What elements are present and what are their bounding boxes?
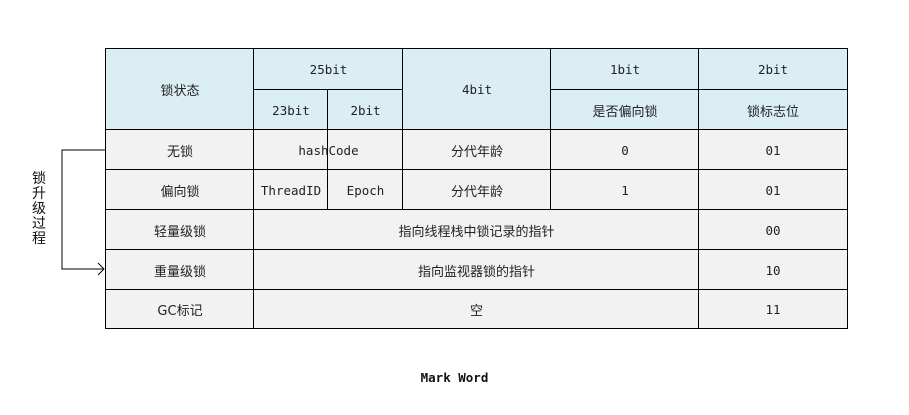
header-biased-flag: 是否偏向锁 [551, 90, 699, 130]
grid-line [327, 89, 328, 210]
header-2bit-epoch: 2bit [328, 90, 403, 130]
grid-line [105, 209, 848, 210]
row-unlocked-age: 分代年龄 [403, 130, 551, 170]
row-heavyweight-state: 重量级锁 [106, 250, 254, 290]
row-heavyweight-flag: 10 [699, 250, 847, 290]
grid-line [847, 48, 848, 329]
row-lightweight-pointer: 指向线程栈中锁记录的指针 [254, 210, 699, 250]
row-heavyweight-pointer: 指向监视器锁的指针 [254, 250, 699, 290]
diagram-caption: Mark Word [420, 369, 489, 385]
row-biased-threadid: ThreadID [254, 170, 328, 210]
header-4bit: 4bit [403, 49, 551, 130]
grid-line [105, 169, 848, 170]
row-biased-biased: 1 [551, 170, 699, 210]
row-biased-age: 分代年龄 [403, 170, 551, 210]
row-biased-epoch: Epoch [328, 170, 403, 210]
grid-line [105, 289, 848, 290]
header-lock-flag: 锁标志位 [699, 90, 847, 130]
row-biased-state: 偏向锁 [106, 170, 254, 210]
grid-line [105, 129, 848, 130]
grid-line [105, 328, 848, 329]
grid-line [105, 249, 848, 250]
row-lightweight-state: 轻量级锁 [106, 210, 254, 250]
header-23bit: 23bit [254, 90, 328, 130]
grid-line [253, 48, 254, 329]
row-unlocked-biased: 0 [551, 130, 699, 170]
grid-line [698, 48, 699, 329]
row-gc-empty: 空 [254, 290, 699, 329]
grid-line [254, 89, 403, 90]
header-lock-state: 锁状态 [106, 49, 254, 130]
row-gc-state: GC标记 [106, 290, 254, 329]
header-1bit: 1bit [551, 49, 699, 90]
row-biased-flag: 01 [699, 170, 847, 210]
row-lightweight-flag: 00 [699, 210, 847, 250]
grid-line [105, 48, 106, 329]
grid-line [550, 48, 551, 210]
grid-line [551, 89, 848, 90]
grid-line [105, 48, 848, 49]
row-gc-flag: 11 [699, 290, 847, 329]
row-unlocked-hashcode: hashCode [254, 130, 403, 170]
header-25bit: 25bit [254, 49, 403, 90]
row-unlocked-state: 无锁 [106, 130, 254, 170]
header-2bit-flag: 2bit [699, 49, 847, 90]
row-unlocked-flag: 01 [699, 130, 847, 170]
upgrade-process-label: 锁 升 级 过 程 [32, 171, 46, 247]
grid-line [402, 48, 403, 210]
